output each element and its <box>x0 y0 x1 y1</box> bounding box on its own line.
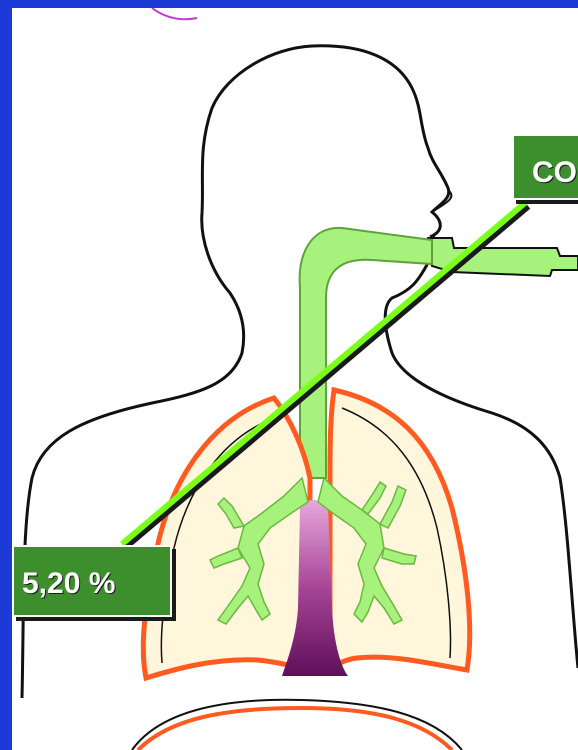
left-pleura <box>143 398 310 678</box>
gas-label-top: CO <box>512 134 578 200</box>
diagram-canvas: CO 5,20 % <box>12 8 578 750</box>
corner-arc <box>152 8 197 19</box>
respiratory-system-diagram <box>12 8 578 750</box>
concentration-label-text: 5,20 % <box>22 567 115 600</box>
concentration-label: 5,20 % <box>12 545 172 617</box>
right-pleura <box>330 390 470 670</box>
gas-label-top-text: CO <box>532 156 577 189</box>
